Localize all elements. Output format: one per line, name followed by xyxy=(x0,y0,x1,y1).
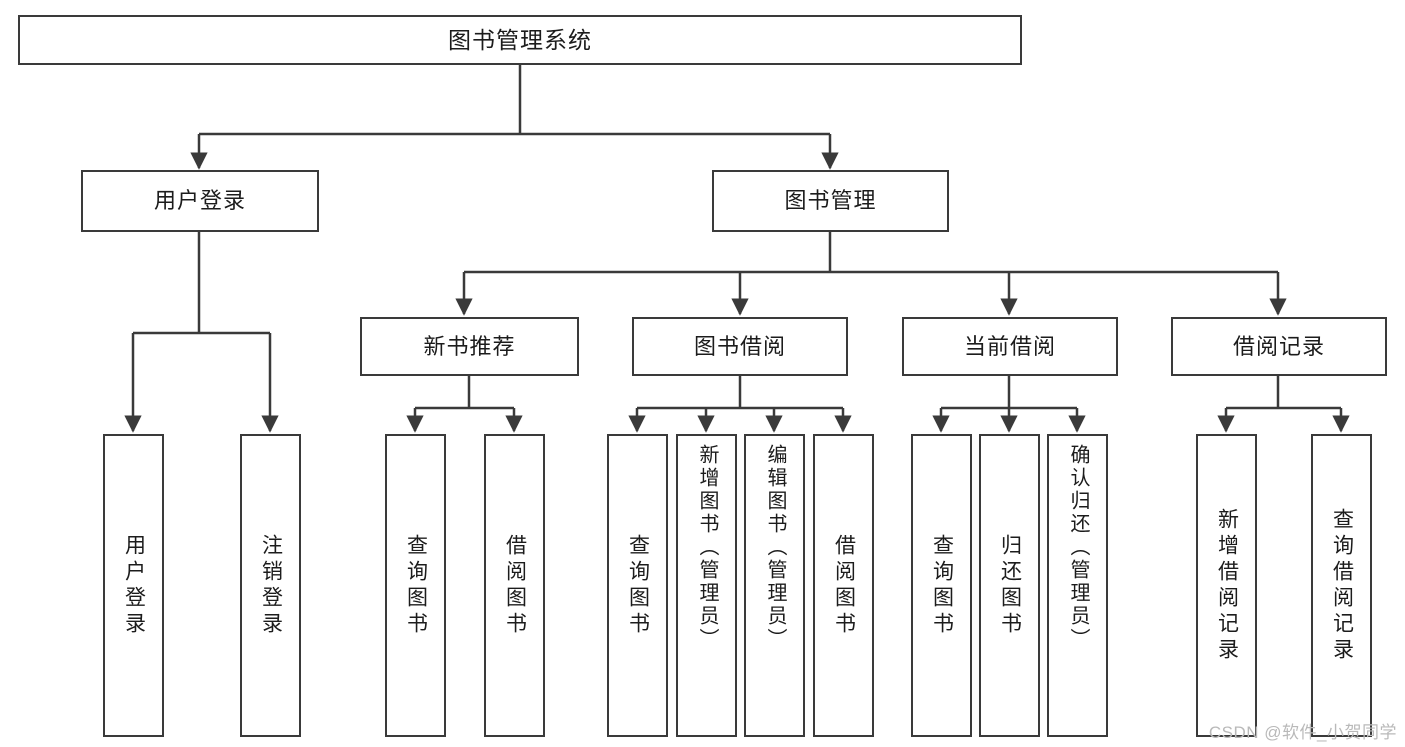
node-leaf-confirm-return-admin[interactable]: 确认归还（管理员） xyxy=(1047,434,1108,737)
node-label: 图书借阅 xyxy=(693,333,786,359)
node-label: 注销登录 xyxy=(259,533,283,638)
node-label: 用户登录 xyxy=(122,533,146,638)
node-leaf-logout[interactable]: 注销登录 xyxy=(240,434,301,737)
node-label: 图书管理系统 xyxy=(448,26,592,53)
node-label: 借阅图书 xyxy=(503,533,527,638)
csdn-watermark: CSDN @软件_小贺同学 xyxy=(1208,723,1397,742)
node-label: 查询图书 xyxy=(404,533,428,638)
node-leaf-return-book[interactable]: 归还图书 xyxy=(979,434,1040,737)
node-label: 查询图书 xyxy=(626,533,650,638)
node-leaf-borrow-book-recommend[interactable]: 借阅图书 xyxy=(484,434,545,737)
node-label: 图书管理 xyxy=(784,188,877,214)
node-label: 归还图书 xyxy=(998,533,1022,638)
node-leaf-add-book-admin[interactable]: 新增图书（管理员） xyxy=(676,434,737,737)
node-label: 查询图书 xyxy=(930,533,954,638)
node-leaf-query-book-recommend[interactable]: 查询图书 xyxy=(385,434,446,737)
node-leaf-add-borrow-record[interactable]: 新增借阅记录 xyxy=(1196,434,1257,737)
node-book-borrow[interactable]: 图书借阅 xyxy=(632,317,848,376)
node-borrow-record[interactable]: 借阅记录 xyxy=(1171,317,1387,376)
node-leaf-query-book-borrow[interactable]: 查询图书 xyxy=(607,434,668,737)
node-new-book-recommend[interactable]: 新书推荐 xyxy=(360,317,579,376)
node-current-borrow[interactable]: 当前借阅 xyxy=(902,317,1118,376)
node-label: 新增借阅记录 xyxy=(1215,507,1239,664)
node-leaf-query-book-current[interactable]: 查询图书 xyxy=(911,434,972,737)
node-leaf-edit-book-admin[interactable]: 编辑图书（管理员） xyxy=(744,434,805,737)
node-label: 查询借阅记录 xyxy=(1330,507,1354,664)
node-label: 当前借阅 xyxy=(963,333,1056,359)
node-label: 编辑图书（管理员） xyxy=(764,444,786,651)
node-user-login[interactable]: 用户登录 xyxy=(81,170,319,232)
node-label: 借阅图书 xyxy=(832,533,856,638)
node-book-management[interactable]: 图书管理 xyxy=(712,170,949,232)
node-label: 确认归还（管理员） xyxy=(1067,444,1089,651)
node-leaf-user-login[interactable]: 用户登录 xyxy=(103,434,164,737)
node-label: 新增图书（管理员） xyxy=(696,444,718,651)
node-label: 用户登录 xyxy=(153,188,246,214)
node-label: 借阅记录 xyxy=(1232,333,1325,359)
node-leaf-borrow-book[interactable]: 借阅图书 xyxy=(813,434,874,737)
node-leaf-query-borrow-record[interactable]: 查询借阅记录 xyxy=(1311,434,1372,737)
node-label: 新书推荐 xyxy=(423,333,516,359)
node-root-system[interactable]: 图书管理系统 xyxy=(18,15,1022,65)
